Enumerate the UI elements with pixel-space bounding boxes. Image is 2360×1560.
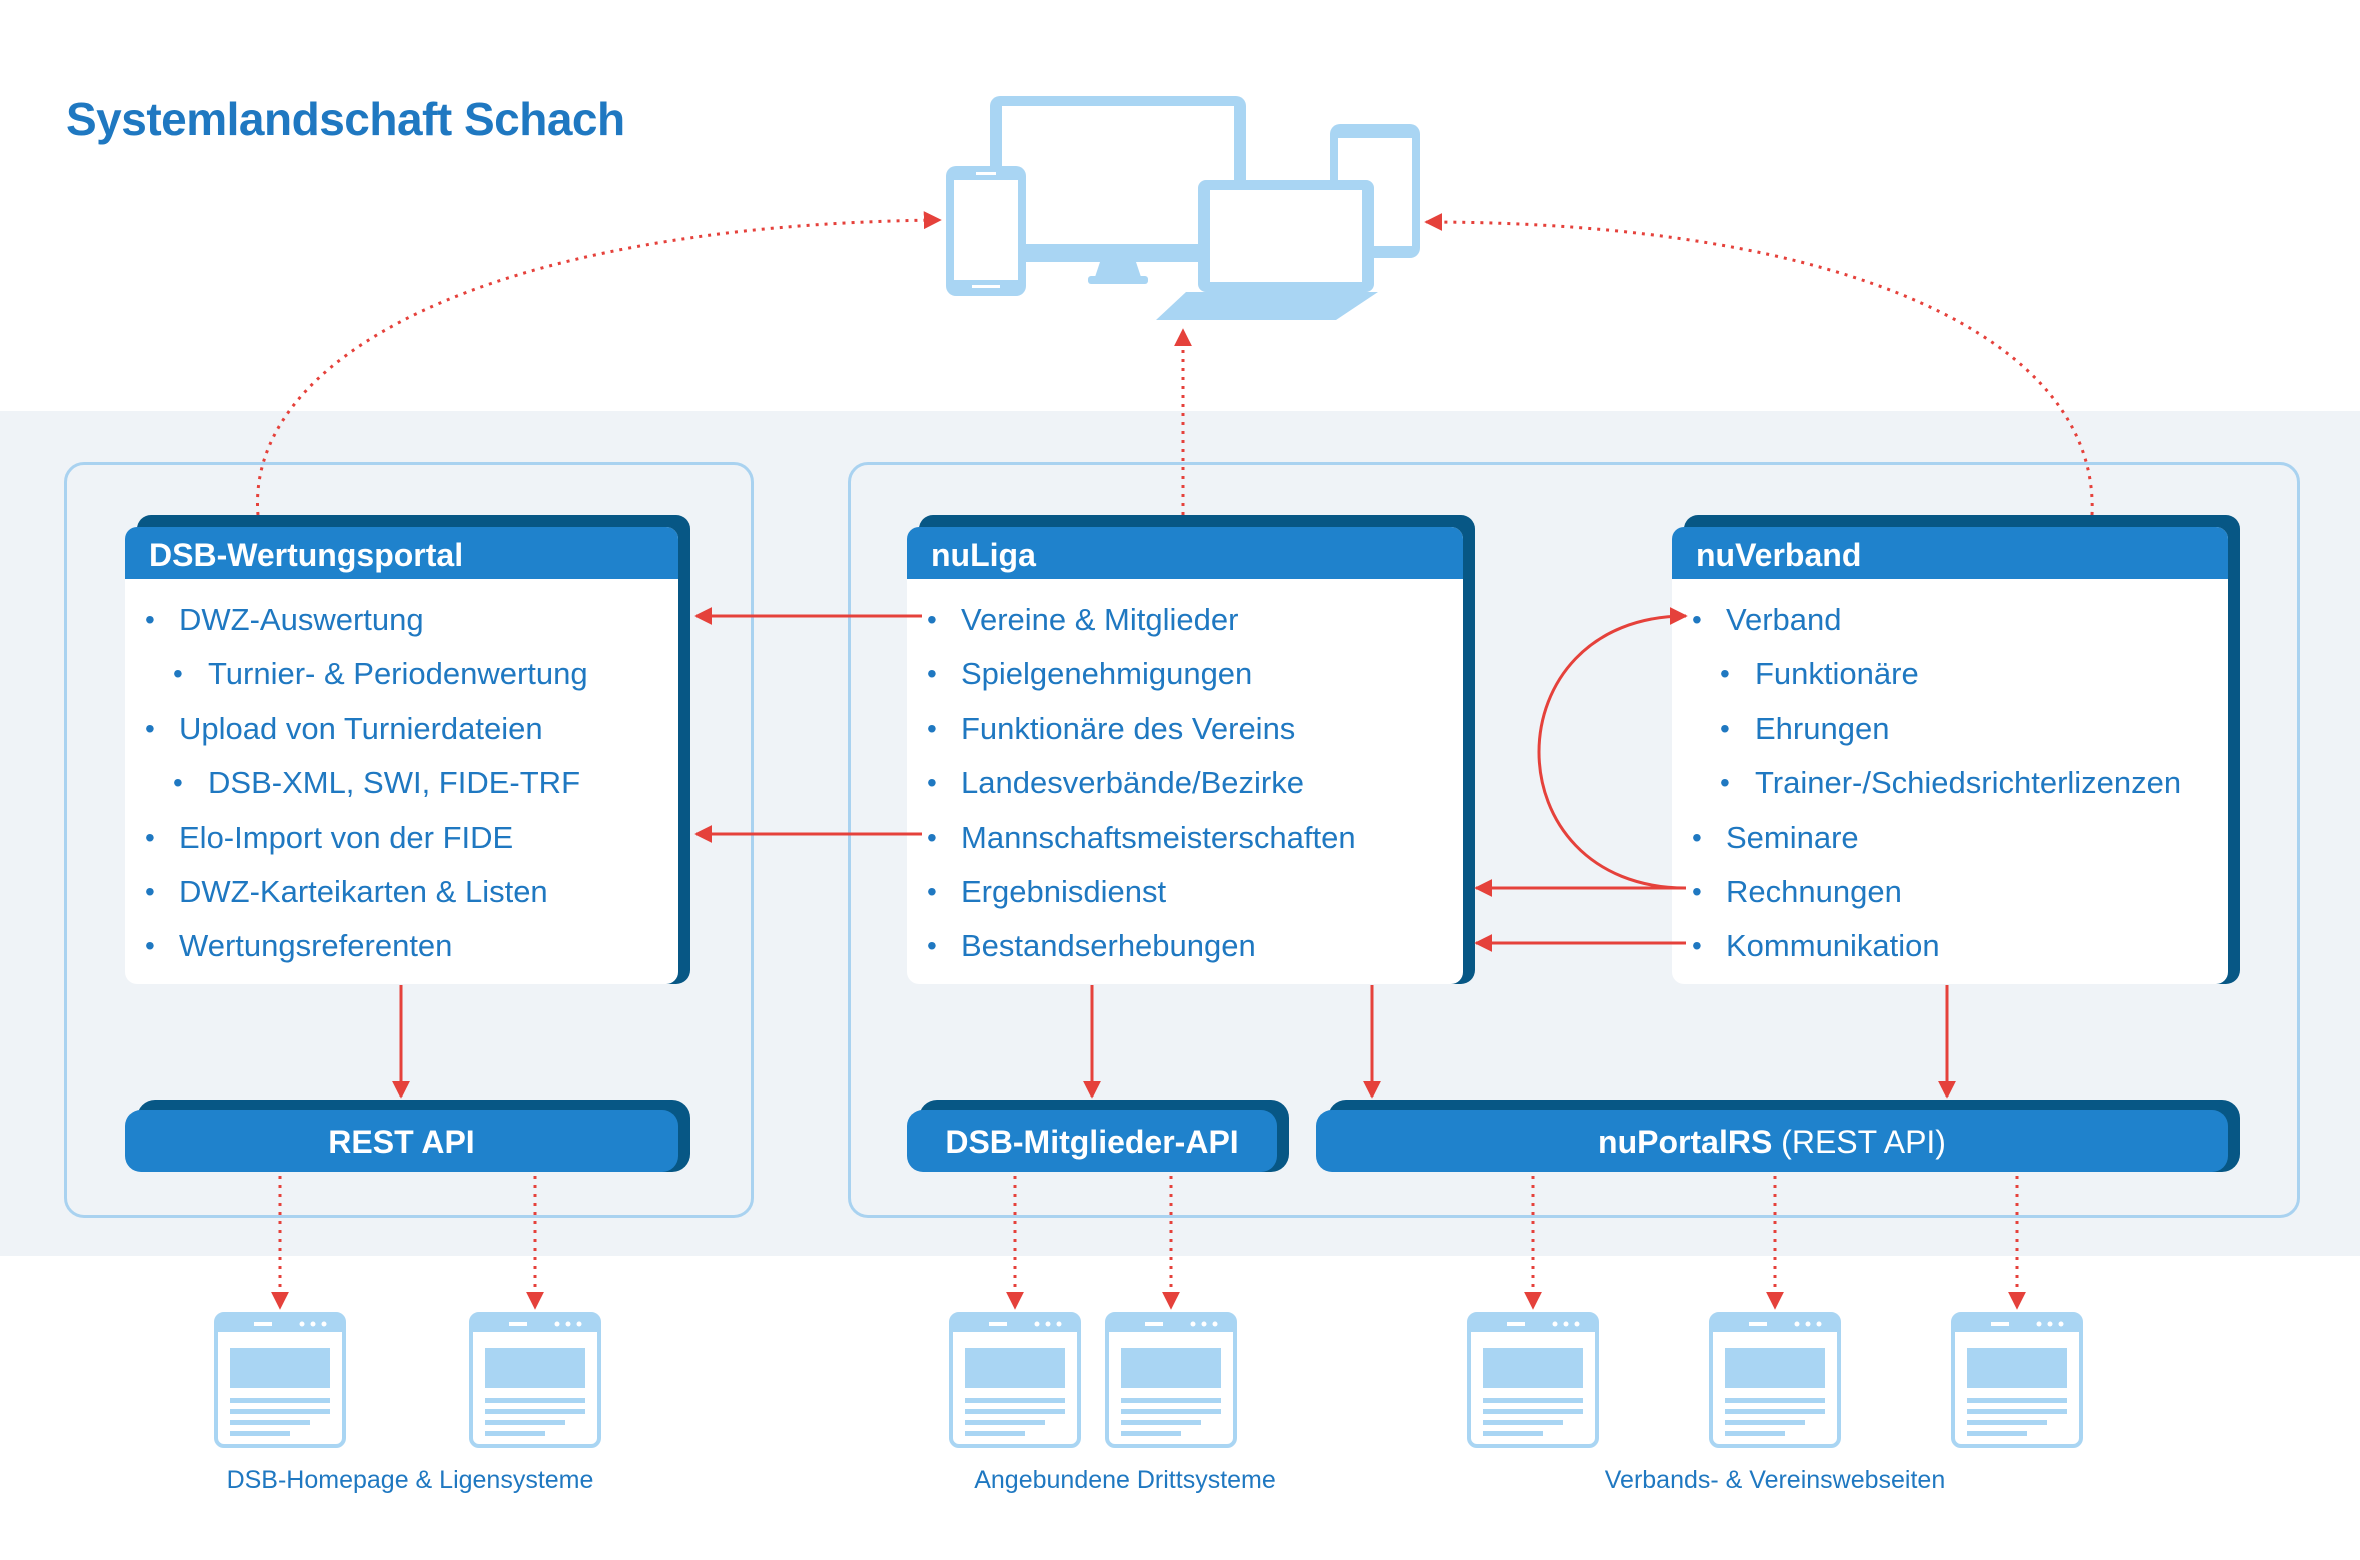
- list-item: Bestandserhebungen: [907, 919, 1463, 973]
- card-nuverband: nuVerband Verband Funktionäre Ehrungen T…: [1672, 515, 2240, 984]
- devices-icon: [946, 96, 1420, 320]
- region-nu: [848, 462, 2300, 1218]
- pill-label-suffix: (REST API): [1772, 1124, 1946, 1160]
- pill-face: REST API: [125, 1110, 678, 1172]
- rest-api-pill: REST API: [125, 1100, 690, 1172]
- list-item: Seminare: [1672, 811, 2228, 865]
- device-arrows: [256, 211, 2094, 516]
- card-arrows: [694, 607, 1688, 952]
- caption-webseiten: Verbands- & Vereinswebseiten: [1604, 1466, 1946, 1494]
- webpage-icon: [949, 1312, 1081, 1448]
- list-item: Mannschaftsmeisterschaften: [907, 811, 1463, 865]
- card-title: nuLiga: [907, 527, 1463, 579]
- list-item: Spielgenehmigungen: [907, 647, 1463, 701]
- card-panel: nuVerband Verband Funktionäre Ehrungen T…: [1672, 527, 2228, 984]
- pill-label: DSB-Mitglieder-API: [945, 1124, 1239, 1160]
- caption-drittsysteme: Angebundene Drittsysteme: [974, 1466, 1276, 1494]
- pill-face: nuPortalRS (REST API): [1316, 1110, 2228, 1172]
- caption-homepage: DSB-Homepage & Ligensysteme: [226, 1466, 594, 1494]
- list-item: Ergebnisdienst: [907, 865, 1463, 919]
- card-title: nuVerband: [1672, 527, 2228, 579]
- list-item: Wertungsreferenten: [125, 919, 678, 973]
- list-item: Funktionäre des Vereins: [907, 702, 1463, 756]
- webpage-icon: [1467, 1312, 1599, 1448]
- webpage-arrows: [271, 1176, 2026, 1310]
- arrow-wertungsportal-devices: [256, 211, 942, 516]
- list-subitem: Ehrungen: [1672, 702, 2228, 756]
- pill-face: DSB-Mitglieder-API: [907, 1110, 1277, 1172]
- card-title: DSB-Wertungsportal: [125, 527, 678, 579]
- dsb-mitglieder-api-pill: DSB-Mitglieder-API: [907, 1100, 1289, 1172]
- list-item: Elo-Import von der FIDE: [125, 811, 678, 865]
- page-title: Systemlandschaft Schach: [66, 93, 625, 145]
- arrow-nuverband-devices: [1424, 213, 2094, 516]
- api-arrows: [392, 985, 1956, 1099]
- webpage-icon: [1951, 1312, 2083, 1448]
- list-subitem: Turnier- & Periodenwertung: [125, 647, 678, 701]
- list-item: Upload von Turnierdateien: [125, 702, 678, 756]
- list-item: Vereine & Mitglieder: [907, 593, 1463, 647]
- webpage-icon: [1105, 1312, 1237, 1448]
- webpage-icon: [469, 1312, 601, 1448]
- list-item: Rechnungen: [1672, 865, 2228, 919]
- list-subitem: Trainer-/Schiedsrichterlizenzen: [1672, 756, 2228, 810]
- region-dsb: [64, 462, 754, 1218]
- list-item: DWZ-Auswertung: [125, 593, 678, 647]
- card-list: Verband Funktionäre Ehrungen Trainer-/Sc…: [1672, 579, 2228, 974]
- pill-label-name: nuPortalRS: [1598, 1124, 1773, 1160]
- card-nuliga: nuLiga Vereine & Mitglieder Spielgenehmi…: [907, 515, 1475, 984]
- card-panel: DSB-Wertungsportal DWZ-Auswertung Turnie…: [125, 527, 678, 984]
- card-dsb-wertungsportal: DSB-Wertungsportal DWZ-Auswertung Turnie…: [125, 515, 690, 984]
- nuportalrs-pill: nuPortalRS (REST API): [1316, 1100, 2240, 1172]
- arrow-rechnungen-to-verband: [1537, 607, 1688, 890]
- list-item: Landesverbände/Bezirke: [907, 756, 1463, 810]
- card-list: DWZ-Auswertung Turnier- & Periodenwertun…: [125, 579, 678, 974]
- list-item: Kommunikation: [1672, 919, 2228, 973]
- pill-label: REST API: [328, 1124, 475, 1160]
- card-list: Vereine & Mitglieder Spielgenehmigungen …: [907, 579, 1463, 974]
- list-subitem: DSB-XML, SWI, FIDE-TRF: [125, 756, 678, 810]
- webpage-icon: [214, 1312, 346, 1448]
- card-panel: nuLiga Vereine & Mitglieder Spielgenehmi…: [907, 527, 1463, 984]
- list-item: Verband: [1672, 593, 2228, 647]
- webpage-icon: [1709, 1312, 1841, 1448]
- list-subitem: Funktionäre: [1672, 647, 2228, 701]
- list-item: DWZ-Karteikarten & Listen: [125, 865, 678, 919]
